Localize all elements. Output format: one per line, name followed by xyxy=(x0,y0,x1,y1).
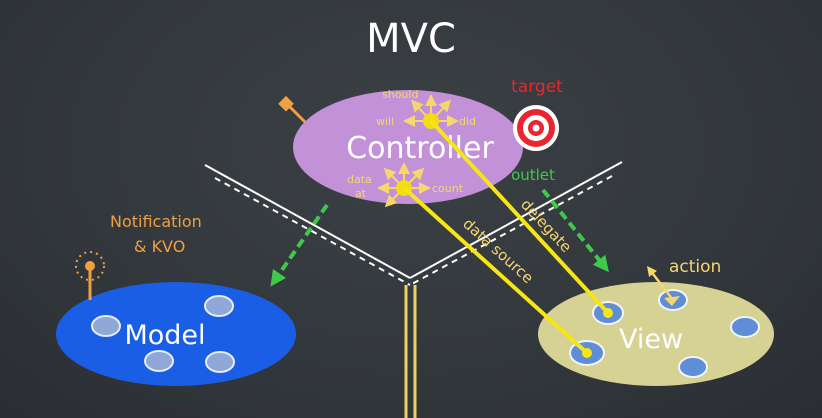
view-label: View xyxy=(619,324,683,355)
model-node xyxy=(56,282,296,386)
controller-antenna-icon xyxy=(278,95,307,124)
kvo-label: & KVO xyxy=(134,237,185,256)
target-label: target xyxy=(511,77,563,97)
will-label: will xyxy=(376,115,394,128)
controller-node xyxy=(293,90,523,204)
notification-label: Notification xyxy=(110,212,202,231)
outlet-label: outlet xyxy=(511,166,555,184)
action-label: action xyxy=(669,257,721,277)
divider-lines xyxy=(204,161,623,286)
target-icon xyxy=(513,105,559,151)
data-label: data xyxy=(347,173,372,186)
delegate-connector xyxy=(429,119,613,318)
outlet-arrow xyxy=(541,188,610,273)
data-source-connector xyxy=(402,186,592,358)
page-title: MVC xyxy=(366,16,456,62)
controller-to-model-arrow xyxy=(270,203,329,287)
controller-label: Controller xyxy=(346,131,494,166)
model-objects xyxy=(91,295,235,373)
did-label: did xyxy=(459,115,476,128)
broadcast-antenna-icon xyxy=(75,251,105,300)
should-label: should xyxy=(382,88,418,101)
model-label: Model xyxy=(124,320,205,351)
count-label: count xyxy=(432,182,464,195)
action-arrow xyxy=(646,266,680,306)
vertical-divider xyxy=(404,285,417,418)
at-label: at xyxy=(355,187,367,200)
